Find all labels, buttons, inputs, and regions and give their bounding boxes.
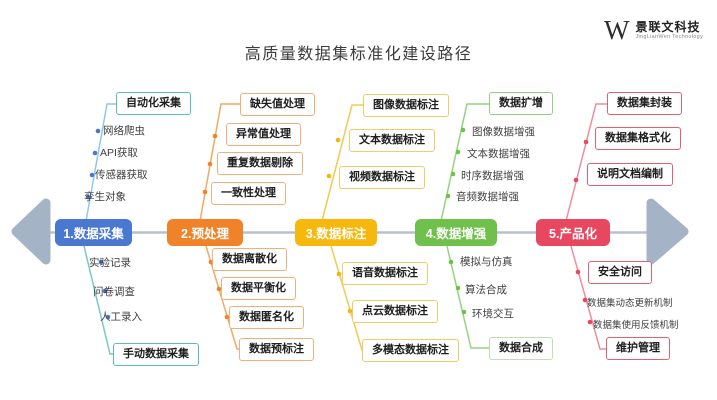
branch-item: 时序数据增强 [461,170,524,182]
branch-item: 文本数据增强 [467,148,530,160]
logo-name: 景联文科技 [635,19,701,34]
branch-box: 数据集封装 [607,92,682,115]
branch-box: 数据匿名化 [229,306,304,329]
branch-item: 数据集使用反馈机制 [593,320,679,331]
branch-item: 音频数据增强 [456,191,519,203]
branch-item: 图像数据增强 [472,126,535,138]
branch-item: API获取 [100,147,138,159]
branch-box: 视频数据标注 [339,166,425,189]
logo-mark-icon: W [603,15,630,45]
branch-item: 实验记录 [89,257,131,269]
branch-item: 网络爬虫 [103,125,145,137]
branch-box: 数据离散化 [212,248,287,271]
logo-subtitle: JingLianWen Technology [635,34,703,41]
branch-box: 多模态数据标注 [362,339,459,362]
branch-box: 数据平衡化 [221,277,296,300]
branch-box: 手动数据采集 [113,343,199,366]
stage-node-data-collection: 1.数据采集 [55,219,132,246]
branch-box: 数据扩增 [489,92,553,115]
stage-node-preprocessing: 2.预处理 [167,219,243,246]
branch-box: 语音数据标注 [342,262,428,285]
page-title: 高质量数据集标准化建设路径 [244,46,473,63]
branch-box: 一致性处理 [211,182,286,205]
branch-item: 孪生对象 [84,191,126,203]
branch-item: 模拟与仿真 [460,256,513,268]
branch-item: 问卷调查 [93,286,135,298]
branch-box: 数据预标注 [239,338,314,361]
company-logo: W 景联文科技 JingLianWen Technology [603,15,703,45]
right-arrow-icon [646,198,689,265]
branch-box: 说明文档编制 [587,163,673,186]
branch-item: 算法合成 [465,284,507,296]
stage-node-annotation: 3.数据标注 [295,219,377,246]
branch-box: 数据合成 [489,337,553,360]
branch-box: 缺失值处理 [240,93,315,116]
branch-box: 重复数据剔除 [217,152,303,175]
branch-box: 异常值处理 [226,123,301,146]
branch-item: 数据集动态更新机制 [587,298,673,309]
branch-item: 环境交互 [472,308,514,320]
branch-box: 文本数据标注 [349,129,435,152]
branch-box: 数据集格式化 [595,127,681,150]
stage-node-augmentation: 4.数据增强 [415,219,497,246]
branch-box: 图像数据标注 [363,94,449,117]
branch-box: 安全访问 [588,261,652,284]
branch-item: 人工录入 [100,311,142,323]
branch-box: 自动化采集 [116,92,191,115]
branch-item: 传感器获取 [95,169,148,181]
branch-box: 维护管理 [606,337,670,360]
left-arrow-icon [11,198,51,265]
branch-box: 点云数据标注 [352,300,438,323]
stage-node-productization: 5.产品化 [536,219,610,246]
